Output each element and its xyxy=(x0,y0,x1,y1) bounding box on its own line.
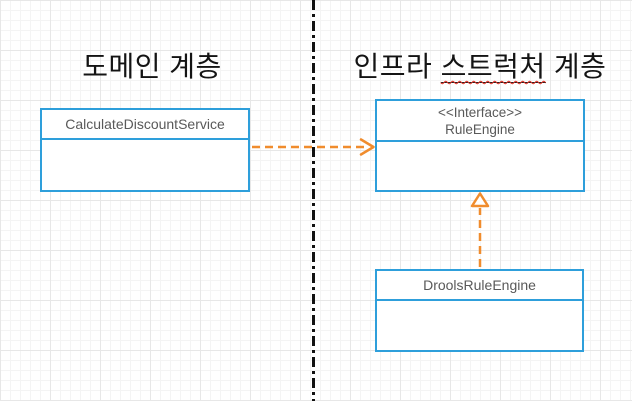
realization-edge[interactable] xyxy=(470,192,490,268)
class-name-label: CalculateDiscountService xyxy=(65,115,225,132)
class-name-label: DroolsRuleEngine xyxy=(423,276,536,293)
domain-layer-heading[interactable]: 도메인 계층 xyxy=(82,51,222,82)
class-header: CalculateDiscountService xyxy=(42,110,248,140)
class-box-calculate-discount-service[interactable]: CalculateDiscountService xyxy=(40,108,250,192)
infra-heading-part2: 계층 xyxy=(545,51,607,82)
infra-heading-part1: 인프라 xyxy=(353,51,441,82)
infra-heading-misspelled-word: 스트럭처 xyxy=(440,51,546,83)
class-box-drools-rule-engine[interactable]: DroolsRuleEngine xyxy=(375,269,584,352)
interface-name-label: RuleEngine xyxy=(445,121,515,137)
dependency-edge[interactable] xyxy=(252,138,375,156)
infrastructure-layer-heading[interactable]: 인프라 스트럭처 계층 xyxy=(352,45,608,85)
interface-box-rule-engine[interactable]: <<Interface>> RuleEngine xyxy=(375,99,585,192)
hollow-triangle-arrowhead-icon xyxy=(470,192,490,208)
stereotype-label: <<Interface>> xyxy=(437,104,523,120)
open-arrowhead-icon xyxy=(359,138,375,156)
interface-header: <<Interface>> RuleEngine xyxy=(377,101,583,142)
class-header: DroolsRuleEngine xyxy=(377,271,582,301)
